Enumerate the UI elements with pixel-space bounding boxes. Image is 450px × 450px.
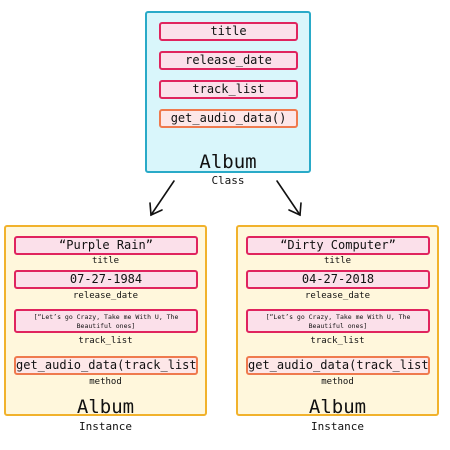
instance-kind-label: Instance xyxy=(311,420,364,433)
class-name: Album xyxy=(199,151,257,173)
class-box: title release_date track_list get_audio_… xyxy=(145,11,311,173)
instance-release-date-label: release_date xyxy=(72,291,139,301)
class-field-release-date: release_date xyxy=(159,51,298,70)
instance-title-label: title xyxy=(91,256,120,266)
class-field-title: title xyxy=(159,22,298,41)
class-method: get_audio_data() xyxy=(159,109,298,128)
class-field-track-list: track_list xyxy=(159,80,298,99)
arrow-to-left-instance xyxy=(149,180,175,217)
instance-release-date-value: 07-27-1984 xyxy=(14,270,198,289)
instance-track-list-value: [“Let’s go Crazy, Take me With U, The Be… xyxy=(246,309,430,333)
instance-title-value: “Purple Rain” xyxy=(14,236,198,255)
instance-name: Album xyxy=(76,396,135,418)
arrow-to-right-instance xyxy=(276,180,302,217)
class-kind-label: Class xyxy=(211,174,245,187)
instance-release-date-value: 04-27-2018 xyxy=(246,270,430,289)
instance-method-value: get_audio_data(track_list) xyxy=(246,356,430,375)
instance-method-label: method xyxy=(89,377,122,387)
instance-track-list-label: track_list xyxy=(310,336,365,346)
instance-title-value: “Dirty Computer” xyxy=(246,236,430,255)
instance-box-right: “Dirty Computer” title 04-27-2018 releas… xyxy=(236,225,439,418)
instance-release-date-label: release_date xyxy=(304,291,371,301)
instance-track-list-value: [“Let’s go Crazy, Take me With U, The Be… xyxy=(14,309,198,333)
instance-method-label: method xyxy=(321,377,354,387)
instance-box-left: “Purple Rain” title 07-27-1984 release_d… xyxy=(4,225,207,418)
instance-method-value: get_audio_data(track_list) xyxy=(14,356,198,375)
instance-track-list-label: track_list xyxy=(78,336,133,346)
instance-name: Album xyxy=(308,396,367,418)
instance-kind-label: Instance xyxy=(79,420,132,433)
instance-title-label: title xyxy=(323,256,352,266)
